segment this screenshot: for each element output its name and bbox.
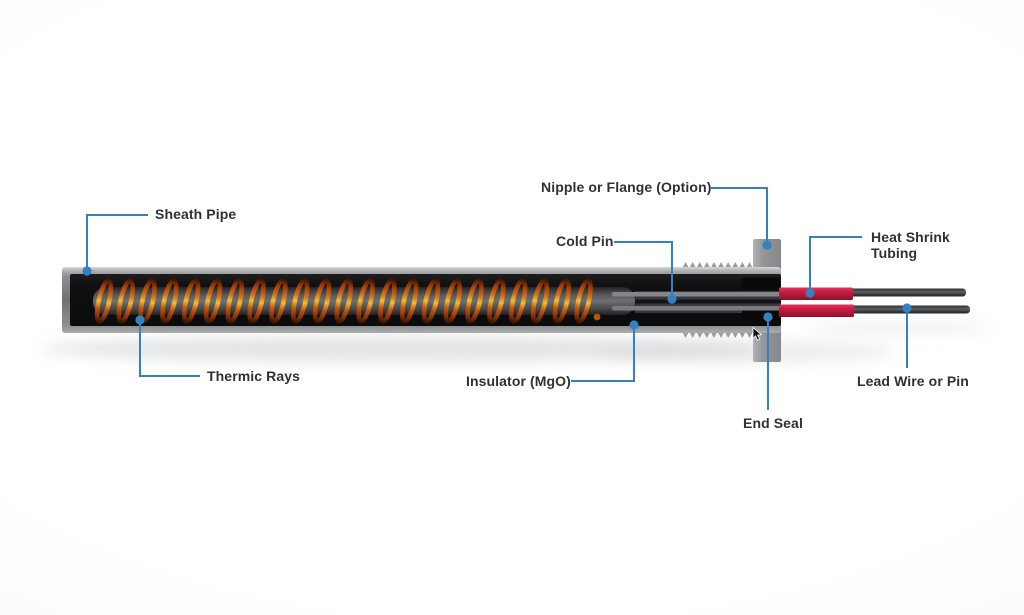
leader-line-sheath-pipe	[86, 214, 148, 268]
coil-turn	[269, 278, 288, 324]
coil-turn	[203, 278, 223, 324]
coil-turn	[421, 278, 441, 324]
coil-turn	[508, 278, 528, 324]
dot-sheath-pipe	[82, 266, 92, 276]
coil-turn	[290, 278, 310, 324]
leader-line-thermic-rays	[139, 323, 200, 377]
label-thermic-rays: Thermic Rays	[207, 368, 301, 384]
leader-line-cold-pin	[614, 241, 673, 296]
coil-turn	[356, 278, 375, 324]
label-lead-wire: Lead Wire or Pin	[857, 373, 969, 389]
coil-turn	[530, 278, 550, 324]
cold-pin-graphic	[612, 291, 781, 313]
coil-turn	[94, 278, 114, 324]
dot-heat-shrink	[805, 288, 815, 298]
coil-turn	[334, 278, 354, 324]
label-heat-shrink: Heat Shrink Tubing	[871, 229, 950, 261]
coil-turn	[312, 278, 332, 324]
coil-turn	[465, 278, 484, 324]
label-cold-pin: Cold Pin	[556, 233, 614, 249]
coil-turn	[487, 278, 506, 324]
label-insulator: Insulator (MgO)	[466, 373, 571, 389]
leader-line-nipple	[711, 187, 768, 242]
coil-turn	[399, 278, 419, 324]
dot-insulator	[629, 320, 639, 330]
coil-wire-end-dot	[593, 313, 601, 321]
heater-shadow	[40, 321, 995, 363]
dot-nipple	[762, 240, 772, 250]
dot-lead-wire	[902, 303, 912, 313]
coil-turn	[574, 278, 593, 324]
coil-graphic	[94, 278, 593, 324]
dot-cold-pin	[667, 294, 677, 304]
coil-turn	[552, 278, 572, 324]
coil-turn	[378, 278, 397, 324]
dot-thermic-rays	[135, 315, 145, 325]
cursor-pointer	[752, 326, 763, 341]
coil-turn	[225, 278, 245, 324]
heat-shrink-tube-graphic	[779, 287, 854, 317]
dot-end-seal	[763, 312, 773, 322]
label-sheath-pipe: Sheath Pipe	[155, 206, 237, 222]
coil-turn	[181, 278, 201, 324]
coil-turn	[247, 278, 266, 324]
coil-turn	[160, 278, 179, 324]
leader-lines	[82, 187, 912, 410]
coil-turn	[443, 278, 463, 324]
coil-turn	[116, 278, 136, 324]
label-nipple: Nipple or Flange (Option)	[541, 179, 712, 195]
leader-line-heat-shrink	[809, 236, 862, 290]
label-end-seal: End Seal	[743, 415, 803, 431]
leader-line-insulator	[571, 328, 635, 382]
